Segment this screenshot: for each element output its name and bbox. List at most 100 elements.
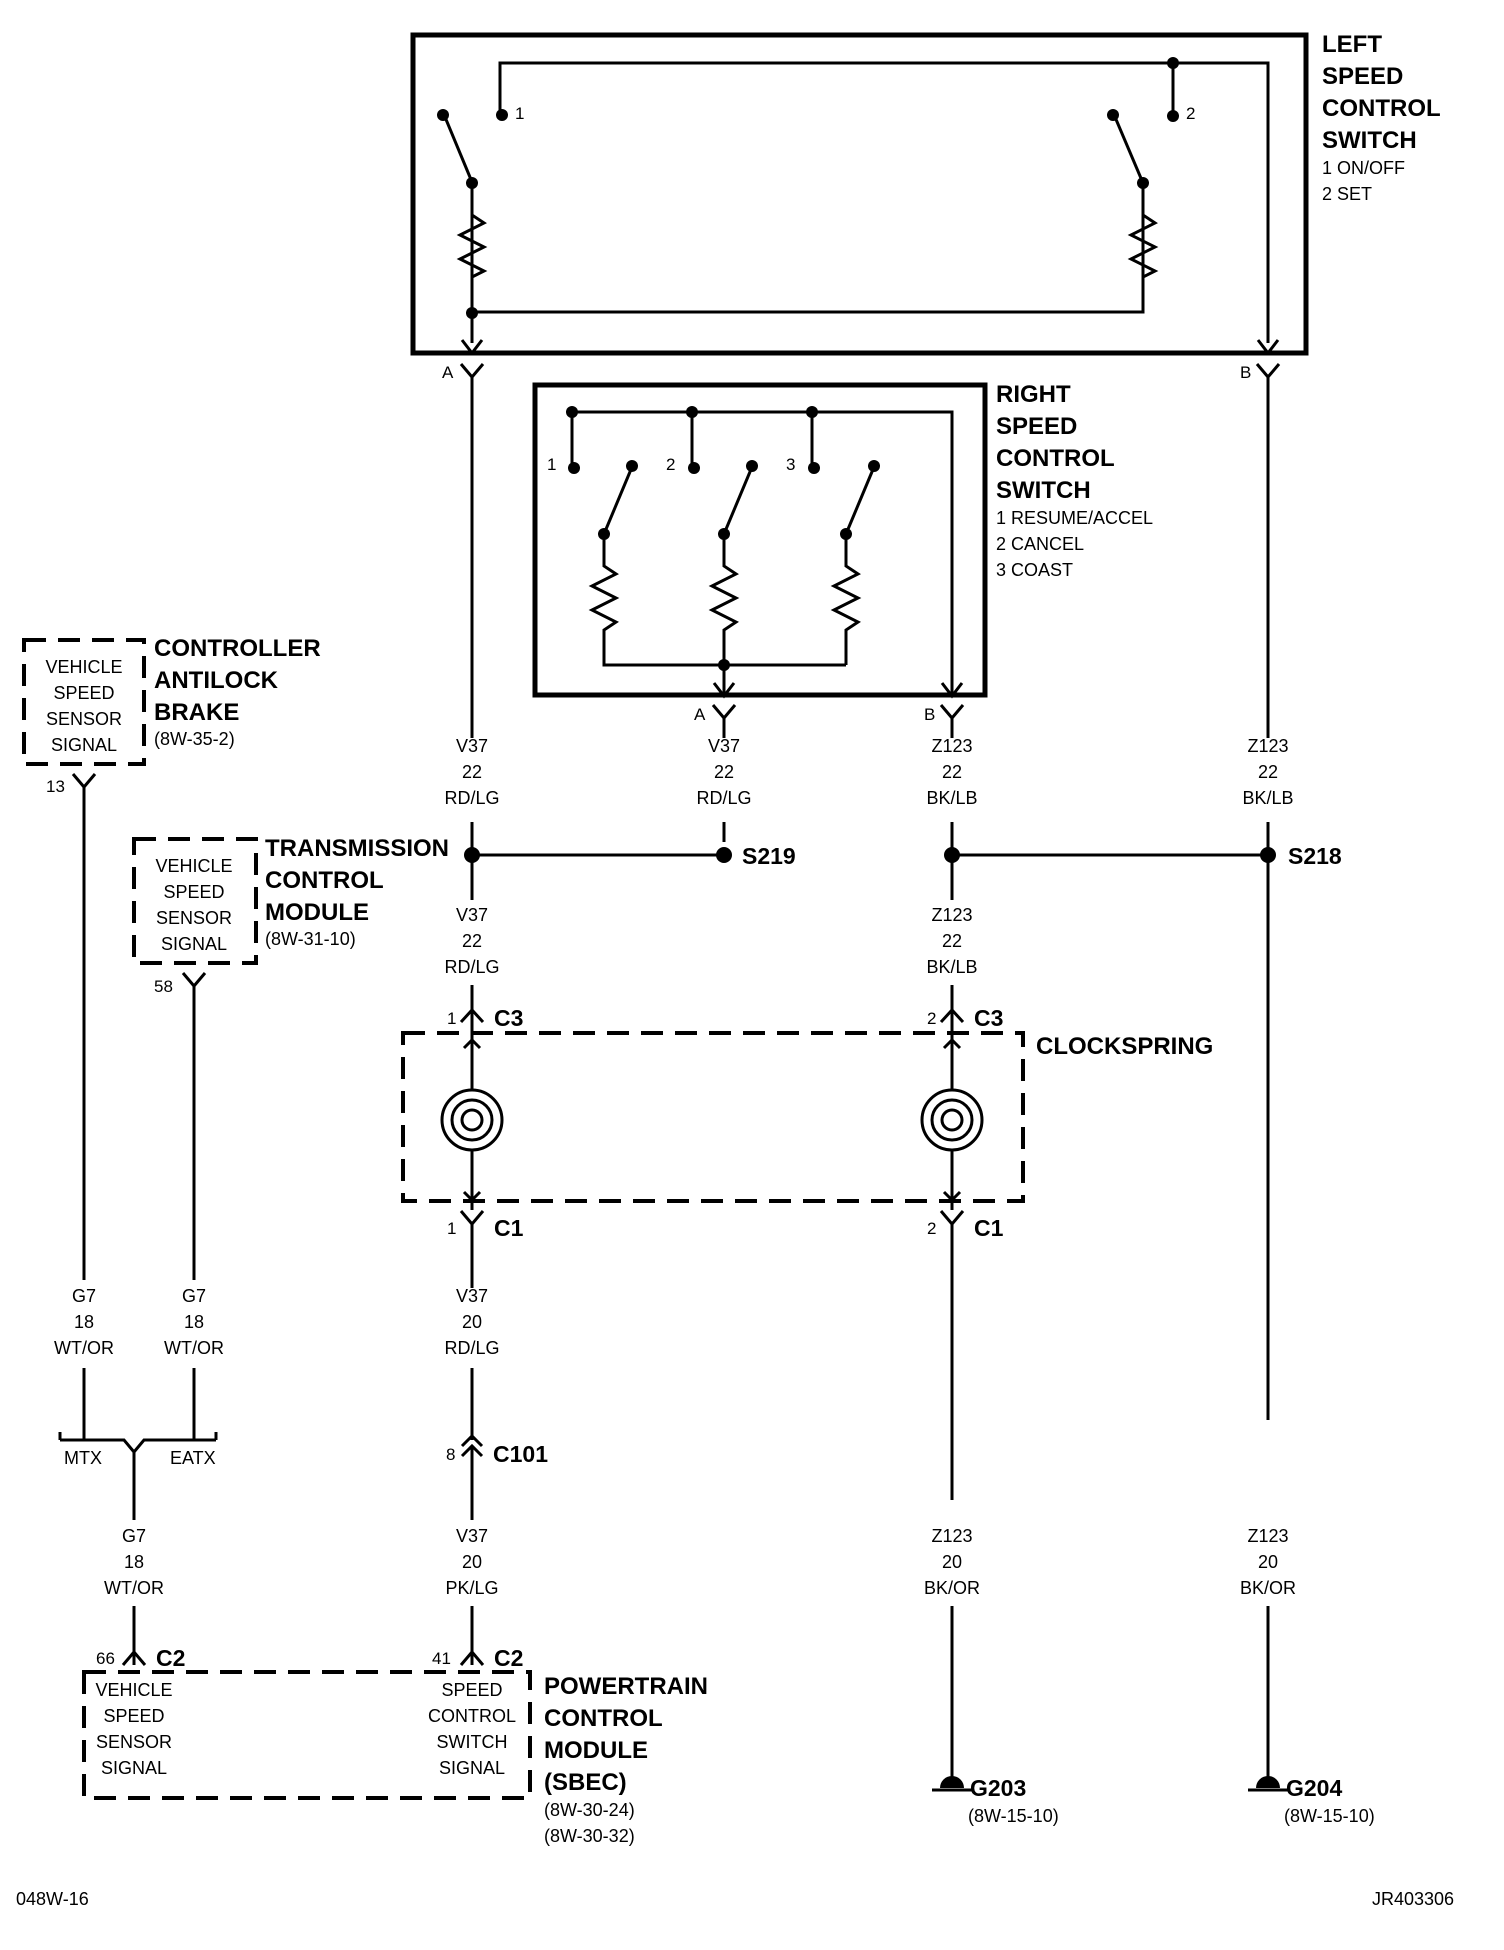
svg-text:22: 22 bbox=[1258, 762, 1278, 782]
svg-text:(SBEC): (SBEC) bbox=[544, 1769, 627, 1796]
svg-text:S218: S218 bbox=[1288, 843, 1342, 869]
svg-text:(8W-31-10): (8W-31-10) bbox=[265, 929, 356, 949]
svg-text:41: 41 bbox=[432, 1649, 451, 1668]
svg-text:BK/OR: BK/OR bbox=[1240, 1578, 1296, 1598]
wire-label-v37-b: V37 22 RD/LG bbox=[696, 736, 751, 808]
svg-text:CONTROL: CONTROL bbox=[265, 867, 384, 894]
connector-c101: 8 C101 bbox=[446, 1433, 548, 1467]
connector-c3-right: C3 bbox=[974, 1005, 1003, 1031]
svg-text:8: 8 bbox=[446, 1445, 455, 1464]
svg-text:18: 18 bbox=[124, 1552, 144, 1572]
splice-s218: S218 bbox=[944, 843, 1342, 869]
svg-text:BK/LB: BK/LB bbox=[926, 788, 977, 808]
svg-text:(8W-15-10): (8W-15-10) bbox=[968, 1806, 1059, 1826]
svg-text:(8W-15-10): (8W-15-10) bbox=[1284, 1806, 1375, 1826]
wire-label-g7-a: G7 18 WT/OR bbox=[54, 1286, 114, 1358]
connector-c1: 1 C1 2 C1 bbox=[447, 1210, 1004, 1241]
svg-text:CONTROL: CONTROL bbox=[544, 1705, 663, 1732]
svg-text:18: 18 bbox=[74, 1312, 94, 1332]
svg-text:20: 20 bbox=[1258, 1552, 1278, 1572]
svg-text:G204: G204 bbox=[1286, 1775, 1342, 1801]
svg-text:LEFT: LEFT bbox=[1322, 31, 1382, 58]
svg-text:3 COAST: 3 COAST bbox=[996, 560, 1073, 580]
svg-text:C1: C1 bbox=[974, 1215, 1004, 1241]
svg-text:Z123: Z123 bbox=[1247, 1526, 1288, 1546]
svg-text:SENSOR: SENSOR bbox=[156, 908, 232, 928]
connector-c3-left: C3 bbox=[494, 1005, 523, 1031]
svg-text:SWITCH: SWITCH bbox=[437, 1732, 508, 1752]
footer-right-code: JR403306 bbox=[1372, 1889, 1454, 1909]
svg-text:WT/OR: WT/OR bbox=[54, 1338, 114, 1358]
svg-text:SENSOR: SENSOR bbox=[96, 1732, 172, 1752]
clockspring-title: CLOCKSPRING bbox=[1036, 1033, 1213, 1060]
svg-text:22: 22 bbox=[942, 931, 962, 951]
svg-text:SPEED: SPEED bbox=[996, 413, 1077, 440]
svg-text:SIGNAL: SIGNAL bbox=[51, 735, 117, 755]
svg-text:SIGNAL: SIGNAL bbox=[161, 934, 227, 954]
svg-text:VEHICLE: VEHICLE bbox=[95, 1680, 172, 1700]
left-switch-pin-a: A bbox=[442, 363, 485, 382]
option-mtx: MTX bbox=[64, 1448, 102, 1468]
svg-text:V37: V37 bbox=[456, 1526, 488, 1546]
svg-text:VEHICLE: VEHICLE bbox=[155, 856, 232, 876]
svg-text:22: 22 bbox=[462, 762, 482, 782]
left-switch-title: LEFT SPEED CONTROL SWITCH bbox=[1322, 31, 1441, 154]
right-switch-pin-a: A bbox=[694, 704, 737, 724]
svg-text:C2: C2 bbox=[494, 1645, 523, 1671]
right-switch-contact-3: 3 bbox=[786, 455, 795, 474]
svg-text:B: B bbox=[924, 705, 935, 724]
svg-text:SIGNAL: SIGNAL bbox=[101, 1758, 167, 1778]
svg-text:BK/LB: BK/LB bbox=[926, 957, 977, 977]
svg-text:C101: C101 bbox=[493, 1441, 548, 1467]
svg-text:MODULE: MODULE bbox=[544, 1737, 648, 1764]
svg-text:1 ON/OFF: 1 ON/OFF bbox=[1322, 158, 1405, 178]
left-switch-legend: 1 ON/OFF 2 SET bbox=[1322, 158, 1405, 204]
svg-text:66: 66 bbox=[96, 1649, 115, 1668]
svg-text:SWITCH: SWITCH bbox=[996, 477, 1091, 504]
right-switch-title: RIGHT SPEED CONTROL SWITCH bbox=[996, 381, 1115, 504]
svg-text:1: 1 bbox=[447, 1219, 456, 1238]
svg-text:V37: V37 bbox=[456, 905, 488, 925]
svg-text:C1: C1 bbox=[494, 1215, 524, 1241]
svg-text:RD/LG: RD/LG bbox=[696, 788, 751, 808]
clockspring-coil-right bbox=[920, 1088, 984, 1152]
left-speed-control-switch: 1 2 LEFT SPEED CONTROL SWITCH 1 ON/OFF 2… bbox=[410, 31, 1441, 356]
wire-label-g7-b: G7 18 WT/OR bbox=[164, 1286, 224, 1358]
svg-text:SPEED: SPEED bbox=[53, 683, 114, 703]
wire-label-g7-c: G7 18 WT/OR bbox=[104, 1526, 164, 1598]
svg-text:SIGNAL: SIGNAL bbox=[439, 1758, 505, 1778]
svg-text:B: B bbox=[1240, 363, 1251, 382]
wire-label-z123-d: Z123 20 BK/OR bbox=[924, 1526, 980, 1598]
svg-text:20: 20 bbox=[462, 1552, 482, 1572]
svg-text:1 RESUME/ACCEL: 1 RESUME/ACCEL bbox=[996, 508, 1153, 528]
svg-text:(8W-30-24): (8W-30-24) bbox=[544, 1800, 635, 1820]
left-switch-pin-b: B bbox=[1240, 363, 1281, 382]
svg-text:SPEED: SPEED bbox=[441, 1680, 502, 1700]
ground-g204: G204 (8W-15-10) bbox=[1248, 1775, 1375, 1826]
svg-text:RD/LG: RD/LG bbox=[444, 1338, 499, 1358]
svg-text:BRAKE: BRAKE bbox=[154, 699, 239, 726]
controller-antilock-brake: VEHICLE SPEED SENSOR SIGNAL CONTROLLER A… bbox=[22, 635, 321, 796]
svg-text:TRANSMISSION: TRANSMISSION bbox=[265, 835, 449, 862]
svg-text:2 SET: 2 SET bbox=[1322, 184, 1372, 204]
svg-text:1: 1 bbox=[447, 1009, 456, 1028]
transmission-control-module: VEHICLE SPEED SENSOR SIGNAL TRANSMISSION… bbox=[132, 835, 449, 996]
right-switch-legend: 1 RESUME/ACCEL 2 CANCEL 3 COAST bbox=[996, 508, 1153, 580]
svg-text:WT/OR: WT/OR bbox=[164, 1338, 224, 1358]
svg-text:RD/LG: RD/LG bbox=[444, 957, 499, 977]
wire-label-z123-c: Z123 22 BK/LB bbox=[926, 905, 977, 977]
splice-s219: S219 bbox=[464, 843, 796, 869]
svg-text:RIGHT: RIGHT bbox=[996, 381, 1071, 408]
svg-text:Z123: Z123 bbox=[1247, 736, 1288, 756]
svg-text:Z123: Z123 bbox=[931, 1526, 972, 1546]
svg-text:G7: G7 bbox=[182, 1286, 206, 1306]
svg-text:20: 20 bbox=[462, 1312, 482, 1332]
svg-text:A: A bbox=[442, 363, 454, 382]
svg-text:SPEED: SPEED bbox=[1322, 63, 1403, 90]
clockspring: CLOCKSPRING 1 C3 2 C3 bbox=[401, 1005, 1213, 1210]
svg-text:SENSOR: SENSOR bbox=[46, 709, 122, 729]
svg-text:58: 58 bbox=[154, 977, 173, 996]
svg-text:BK/OR: BK/OR bbox=[924, 1578, 980, 1598]
svg-text:2 CANCEL: 2 CANCEL bbox=[996, 534, 1084, 554]
